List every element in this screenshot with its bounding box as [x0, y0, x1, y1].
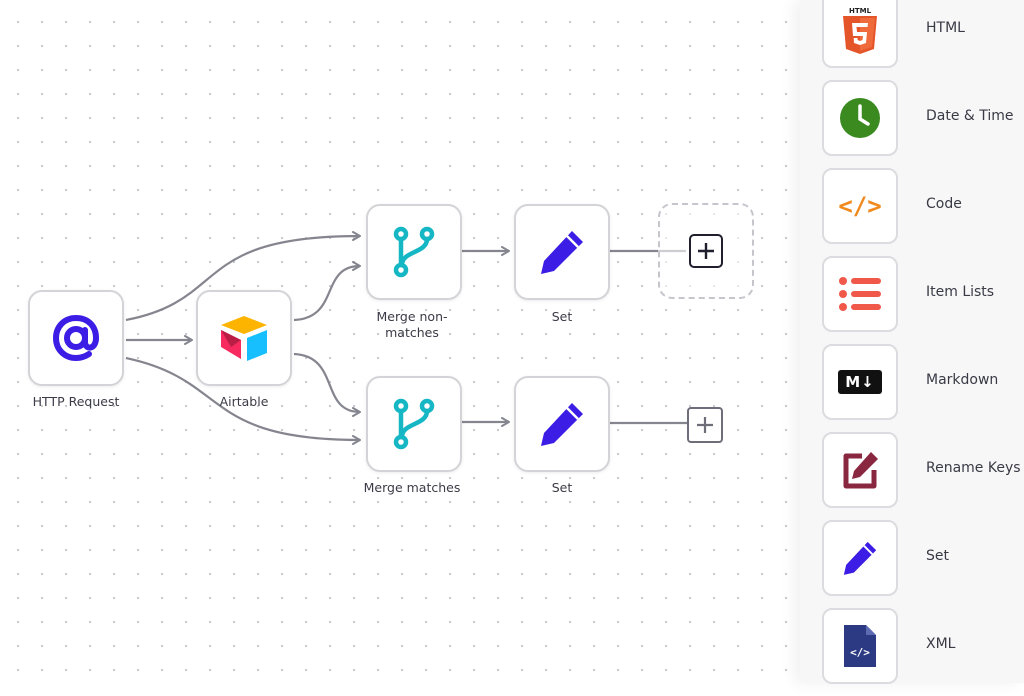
node-label: Set — [551, 480, 573, 495]
node-merge-matches[interactable] — [366, 376, 462, 472]
xml-file-icon: </> — [844, 625, 876, 667]
wire-http-to-merge-non-top — [125, 231, 361, 322]
svg-text:</>: </> — [850, 646, 870, 659]
panel-item-date-time[interactable]: Date & Time — [800, 80, 1024, 168]
clock-icon — [840, 98, 880, 138]
add-node-placeholder[interactable] — [658, 203, 754, 299]
wire-airtable-to-merge-non — [293, 261, 361, 322]
panel-item-rename-keys[interactable]: Rename Keys — [800, 432, 1024, 520]
panel-item-html[interactable]: HTML HTML — [800, 0, 1024, 80]
panel-tile: HTML — [822, 0, 898, 68]
panel-tile — [822, 432, 898, 508]
node-label: Merge non- matches — [376, 309, 448, 340]
node-label: Merge matches — [363, 480, 461, 495]
panel-item-item-lists[interactable]: Item Lists — [800, 256, 1024, 344]
plus-icon — [697, 417, 713, 433]
add-node-button[interactable] — [689, 234, 723, 268]
panel-item-label: XML — [926, 636, 956, 652]
markdown-icon: M↓ — [838, 370, 882, 394]
pencil-icon — [541, 403, 583, 446]
node-picker-panel: HTML HTML Date & Time </> Code — [800, 0, 1024, 684]
node-http-request[interactable] — [28, 290, 124, 386]
plus-icon — [698, 243, 714, 259]
pencil-icon — [541, 231, 583, 274]
panel-tile — [822, 80, 898, 156]
node-airtable[interactable] — [196, 290, 292, 386]
svg-text:HTML: HTML — [849, 7, 872, 15]
panel-item-label: Rename Keys — [926, 460, 1021, 476]
panel-item-set[interactable]: Set — [800, 520, 1024, 608]
at-sign-icon — [52, 314, 100, 362]
code-brackets-icon: </> — [838, 192, 882, 220]
panel-tile: </> — [822, 608, 898, 684]
node-label: Airtable — [219, 394, 269, 409]
panel-item-markdown[interactable]: M↓ Markdown — [800, 344, 1024, 432]
panel-tile — [822, 520, 898, 596]
airtable-icon — [221, 316, 267, 361]
panel-item-label: Item Lists — [926, 284, 995, 300]
workflow-canvas[interactable]: HTTP Request Airtable Merge non- matches — [0, 0, 800, 683]
merge-branch-icon — [393, 226, 435, 278]
wire-http-to-merge-match — [125, 356, 361, 445]
pencil-icon — [843, 541, 877, 575]
panel-item-label: Markdown — [926, 372, 999, 388]
list-icon — [839, 277, 881, 311]
panel-item-label: HTML — [926, 20, 965, 36]
add-node-button[interactable] — [687, 407, 723, 443]
merge-branch-icon — [393, 398, 435, 450]
panel-tile: M↓ — [822, 344, 898, 420]
node-set-top[interactable] — [514, 204, 610, 300]
panel-tile — [822, 256, 898, 332]
html5-icon: HTML — [843, 7, 877, 54]
node-label: Set — [551, 309, 573, 324]
wire-airtable-to-merge-match — [293, 352, 361, 417]
edit-box-icon — [843, 452, 878, 489]
panel-item-label: Date & Time — [926, 108, 1014, 124]
connections-layer — [125, 231, 687, 445]
panel-item-xml[interactable]: </> XML — [800, 608, 1024, 696]
panel-item-label: Set — [926, 548, 949, 564]
node-merge-non-matches[interactable] — [366, 204, 462, 300]
panel-item-code[interactable]: </> Code — [800, 168, 1024, 256]
node-label: HTTP Request — [32, 394, 120, 409]
panel-item-label: Code — [926, 196, 962, 212]
node-set-bottom[interactable] — [514, 376, 610, 472]
panel-tile: </> — [822, 168, 898, 244]
